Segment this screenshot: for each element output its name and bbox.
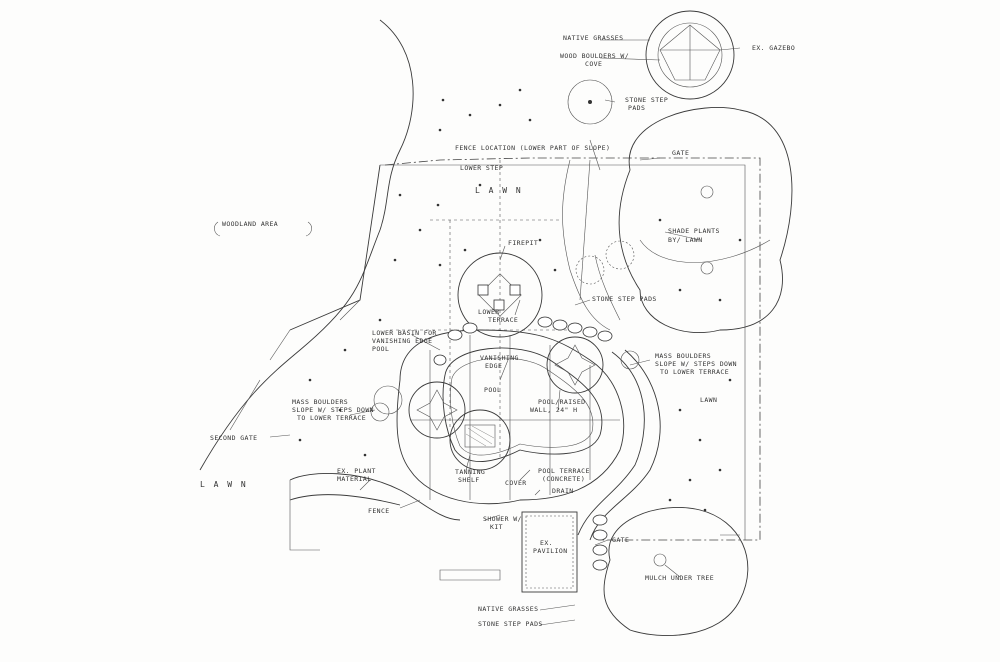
shade-tree-canopy [618, 107, 793, 334]
lawn-texture-dots [298, 88, 742, 512]
label-ex-pavilion: EX. [540, 539, 553, 547]
label-mass-boulders-right-2: SLOPE W/ STEPS DOWN [655, 360, 737, 368]
woodland-edge-line [199, 19, 414, 471]
label-wood-boulders-2: COVE [585, 60, 602, 68]
planter-circle-right [546, 336, 604, 394]
boulders-top [433, 316, 613, 366]
firepit-terrace [457, 252, 543, 338]
label-vanishing-edge: VANISHING [480, 354, 519, 362]
label-firepit: FIREPIT [508, 239, 538, 247]
label-lawn-left: L A W N [200, 480, 248, 489]
label-pool-terrace: POOL TERRACE [538, 467, 590, 475]
label-mass-boulders-right-3: TO LOWER TERRACE [660, 368, 729, 376]
fence-location-line [384, 157, 761, 541]
label-lawn-top: L A W N [475, 186, 523, 195]
label-fence-location: FENCE LOCATION (LOWER PART OF SLOPE) [455, 144, 610, 152]
label-tanning-shelf-2: SHELF [458, 476, 480, 484]
label-lower-basin-2: VANISHING EDGE [372, 337, 432, 345]
label-ex-gazebo: EX. GAZEBO [752, 44, 795, 52]
label-vanishing-edge-2: EDGE [485, 362, 502, 370]
planter-circle-left [408, 381, 466, 439]
plan-labels: WOODLAND AREA L A W N L A W N LAWN FENCE… [200, 34, 795, 628]
label-native-grasses-top: NATIVE GRASSES [563, 34, 623, 42]
label-drain: DRAIN [552, 487, 574, 495]
label-fence: FENCE [368, 507, 390, 515]
label-shower-kit-2: KIT [490, 523, 503, 531]
stone-path-right [562, 159, 611, 331]
boulders-slope-right [577, 349, 661, 571]
stone-step-pad [567, 79, 613, 125]
label-stone-step-pads-top-2: PADS [628, 104, 645, 112]
label-lower-basin: LOWER BASIN FOR [372, 329, 437, 337]
property-line-left [289, 164, 381, 331]
label-cover: COVER [505, 479, 527, 487]
ex-gazebo [645, 10, 735, 100]
label-ex-plant-material-2: MATERIAL [337, 475, 372, 483]
mulch-tree-canopy [603, 507, 749, 637]
label-mass-boulders-right: MASS BOULDERS [655, 352, 711, 360]
label-second-gate: SECOND GATE [210, 434, 257, 442]
label-gate-bottom: GATE [612, 536, 629, 544]
label-stone-step-pads-mid: STONE STEP PADS [592, 295, 657, 303]
label-gate-top: GATE [672, 149, 689, 157]
label-woodland-area: WOODLAND AREA [222, 220, 278, 228]
label-lower-terrace-2: TERRACE [488, 316, 518, 324]
label-wood-boulders: WOOD BOULDERS W/ [560, 52, 629, 60]
fence-curve-lower [289, 473, 461, 521]
label-lower-basin-3: POOL [372, 345, 389, 353]
label-lower-terrace: LOWER [478, 308, 500, 316]
label-lower-step: LOWER STEP [460, 164, 503, 172]
label-native-grasses-bottom: NATIVE GRASSES [478, 605, 538, 613]
label-ex-pavilion-2: PAVILION [533, 547, 568, 555]
pool-shape [442, 347, 603, 462]
boulders-slope-left [370, 385, 403, 422]
label-pool-wall: POOL/RAISED [538, 398, 585, 406]
label-stone-step-pads-top: STONE STEP [625, 96, 668, 104]
label-mulch-under-tree: MULCH UNDER TREE [645, 574, 714, 582]
label-ex-plant-material: EX. PLANT [337, 467, 376, 475]
label-shade-plants: SHADE PLANTS [668, 227, 720, 235]
ex-pavilion [521, 511, 578, 593]
label-mass-boulders-left: MASS BOULDERS [292, 398, 348, 406]
label-stone-step-pads-bottom: STONE STEP PADS [478, 620, 543, 628]
label-mass-boulders-left-3: TO LOWER TERRACE [297, 414, 366, 422]
label-shade-plants-2: BY/ LAWN [668, 236, 703, 244]
label-pool: POOL [484, 386, 501, 394]
label-pool-terrace-2: (CONCRETE) [542, 475, 585, 483]
label-shower-kit: SHOWER W/ [483, 515, 522, 523]
label-pool-wall-2: WALL, 24" H [530, 406, 577, 414]
label-tanning-shelf: TANNING [455, 468, 485, 476]
pool-complex [396, 329, 625, 505]
label-lawn-right: LAWN [700, 396, 717, 404]
label-mass-boulders-left-2: SLOPE W/ STEPS DOWN [292, 406, 374, 414]
